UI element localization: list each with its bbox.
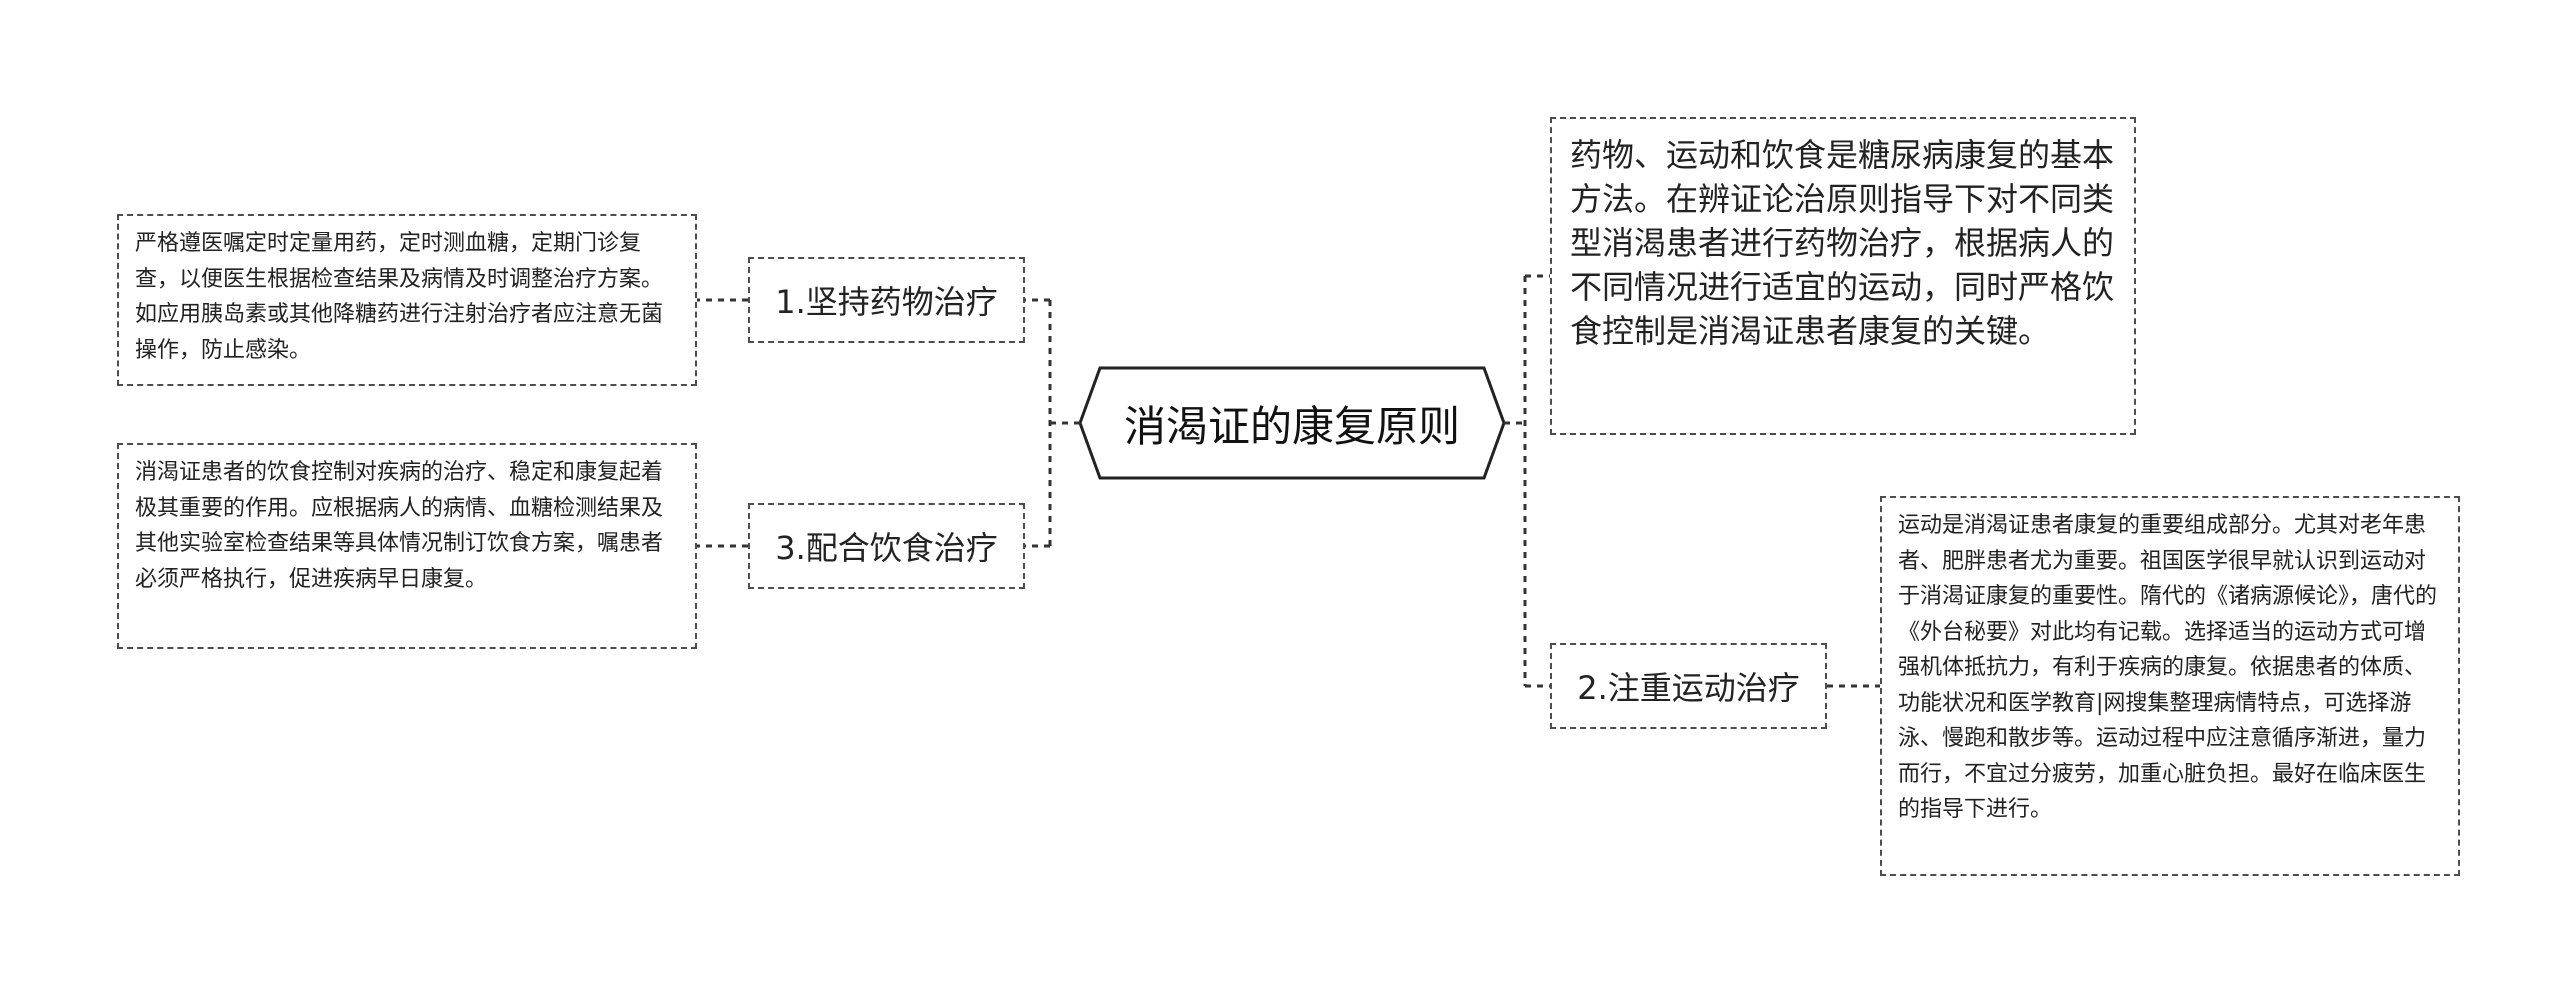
summary-node[interactable]: 药物、运动和饮食是糖尿病康复的基本方法。在辨证论治原则指导下对不同类型消渴患者进… bbox=[1550, 117, 2136, 435]
branch-label: 3.配合饮食治疗 bbox=[775, 529, 998, 567]
detail-node-diet[interactable]: 消渴证患者的饮食控制对疾病的治疗、稳定和康复起着极其重要的作用。应根据病人的病情… bbox=[117, 443, 697, 649]
root-title: 消渴证的康复原则 bbox=[1123, 401, 1460, 451]
detail-text: 消渴证患者的饮食控制对疾病的治疗、稳定和康复起着极其重要的作用。应根据病人的病情… bbox=[135, 460, 664, 592]
detail-node-medication[interactable]: 严格遵医嘱定时定量用药，定时测血糖，定期门诊复查，以便医生根据检查结果及病情及时… bbox=[117, 214, 697, 386]
branch-label: 1.坚持药物治疗 bbox=[775, 283, 998, 321]
detail-text: 严格遵医嘱定时定量用药，定时测血糖，定期门诊复查，以便医生根据检查结果及病情及时… bbox=[135, 231, 664, 363]
root-node[interactable]: 消渴证的康复原则 bbox=[1080, 368, 1504, 478]
detail-text: 运动是消渴证患者康复的重要组成部分。尤其对老年患者、肥胖患者尤为重要。祖国医学很… bbox=[1898, 513, 2438, 822]
branch-node-exercise[interactable]: 2.注重运动治疗 bbox=[1550, 643, 1827, 729]
branch-node-medication[interactable]: 1.坚持药物治疗 bbox=[748, 257, 1025, 343]
branch-label: 2.注重运动治疗 bbox=[1577, 669, 1800, 707]
branch-node-diet[interactable]: 3.配合饮食治疗 bbox=[748, 503, 1025, 589]
detail-node-exercise[interactable]: 运动是消渴证患者康复的重要组成部分。尤其对老年患者、肥胖患者尤为重要。祖国医学很… bbox=[1880, 496, 2460, 876]
summary-text: 药物、运动和饮食是糖尿病康复的基本方法。在辨证论治原则指导下对不同类型消渴患者进… bbox=[1570, 136, 2115, 350]
